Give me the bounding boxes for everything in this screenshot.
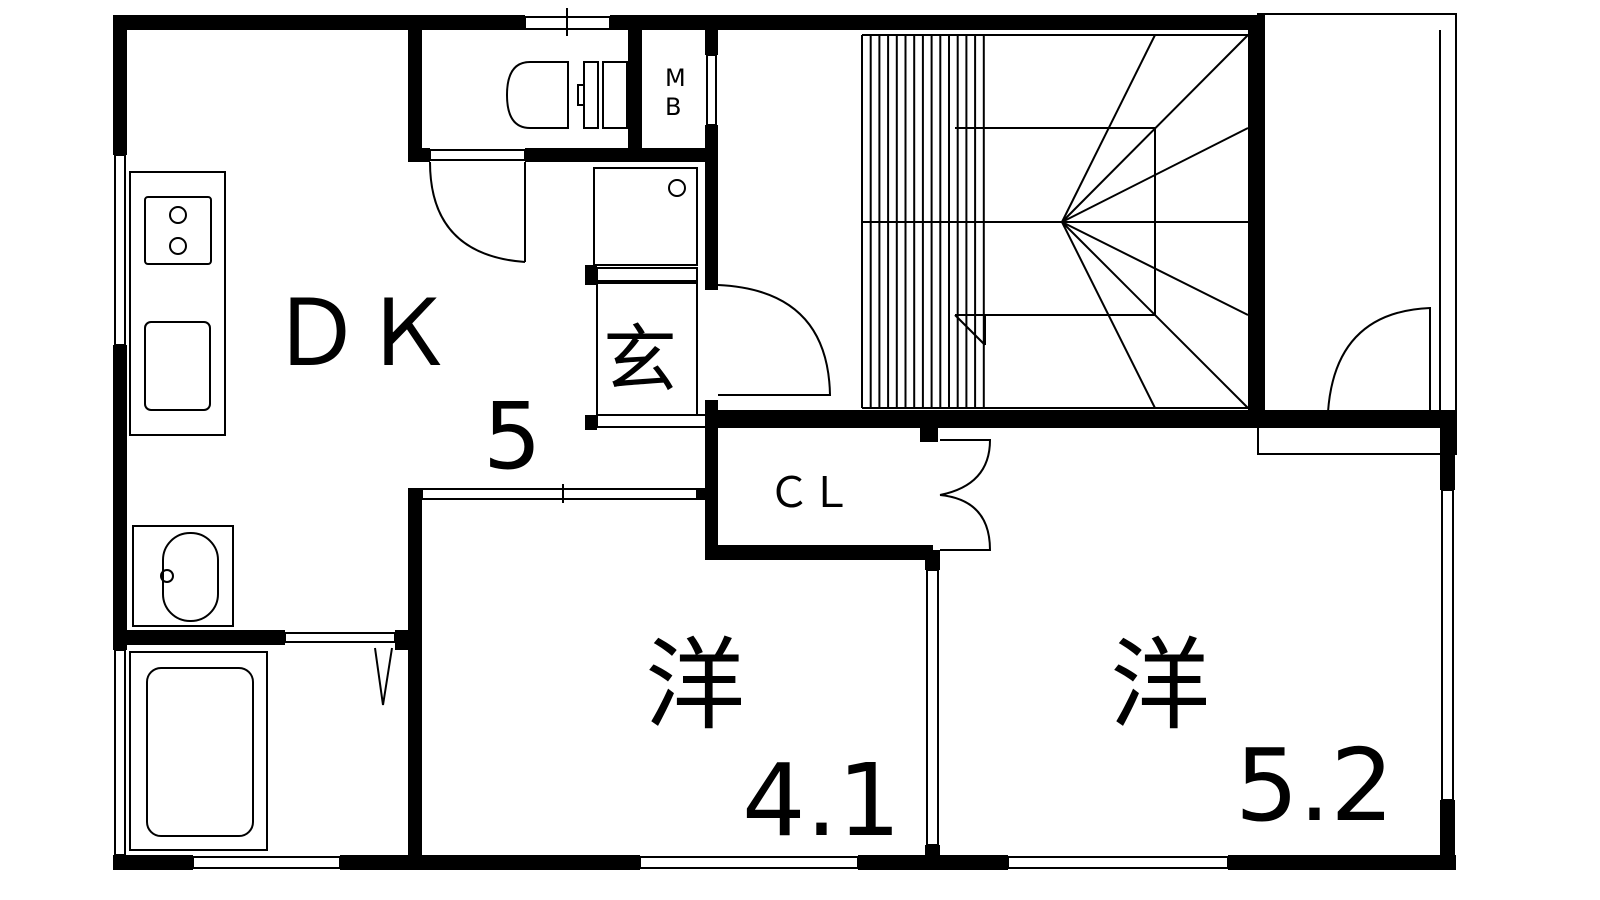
staircase [861,34,1249,409]
entrance-label: 玄 [603,317,677,403]
western-room-1-label: 洋 [645,627,745,744]
western-room-2-size: 5.2 [1235,727,1394,844]
stair-line [1061,34,1156,223]
walls [113,15,1456,870]
stair-line [1061,221,1249,316]
meter-box-label-m: M [665,64,686,92]
entrance-area [593,167,708,428]
western-room-1-size: 4.1 [742,742,901,859]
closet-label: ＣＬ [768,468,852,517]
bathtub-icon [129,651,268,851]
stair-line [1061,221,1156,409]
balcony-frame [1257,13,1457,455]
dk-size: 5 [483,383,542,490]
stair-line [1061,127,1249,223]
washbasin-icon [132,525,234,627]
meter-box-label-b: B [665,93,681,121]
stair-line [1061,221,1249,409]
kitchen-counter [129,171,226,436]
stair-line [954,314,986,346]
stair-line [1061,34,1249,223]
western-room-2-label: 洋 [1110,627,1210,744]
dk-label: ＤＫ [270,280,454,387]
doors [374,161,1431,706]
windows [114,8,1454,869]
toilet-icon [505,61,628,129]
